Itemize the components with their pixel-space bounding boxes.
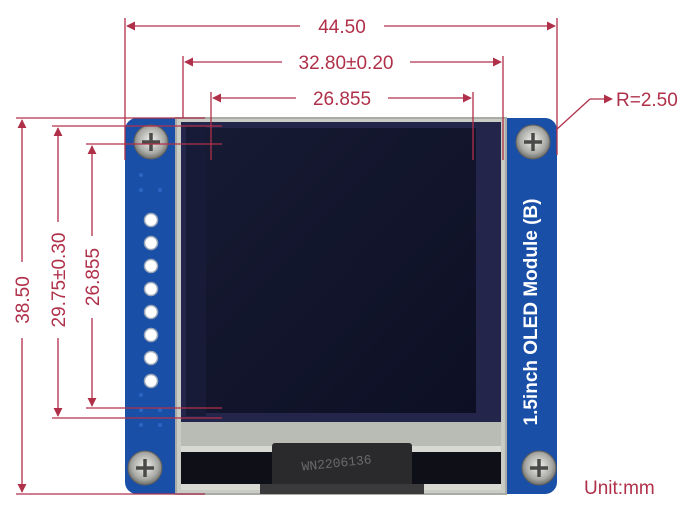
unit-label: Unit:mm bbox=[584, 478, 655, 499]
pin-header bbox=[143, 212, 159, 389]
display-height-label: 26.855 bbox=[83, 248, 104, 306]
flex-cable: WN2206136 bbox=[260, 443, 424, 494]
oled-panel bbox=[206, 128, 476, 413]
pcb-vias bbox=[139, 173, 162, 427]
screw-bottom-left bbox=[127, 450, 163, 486]
board-height-label: 38.50 bbox=[13, 276, 34, 324]
radius-leader bbox=[555, 98, 591, 131]
display-width-label: 26.855 bbox=[313, 89, 371, 110]
screw-bottom-right bbox=[521, 450, 557, 486]
silkscreen-label: 1.5inch OLED Module (B) bbox=[521, 199, 542, 426]
corner-radius-label: R=2.50 bbox=[616, 90, 678, 111]
screw-top-right bbox=[515, 124, 551, 160]
board-width-label: 44.50 bbox=[318, 17, 366, 38]
screw-top-left bbox=[133, 124, 169, 160]
active-width-label: 32.80±0.20 bbox=[299, 53, 394, 74]
active-height-label: 29.75±0.30 bbox=[49, 233, 70, 328]
flex-marking: WN2206136 bbox=[301, 452, 372, 474]
